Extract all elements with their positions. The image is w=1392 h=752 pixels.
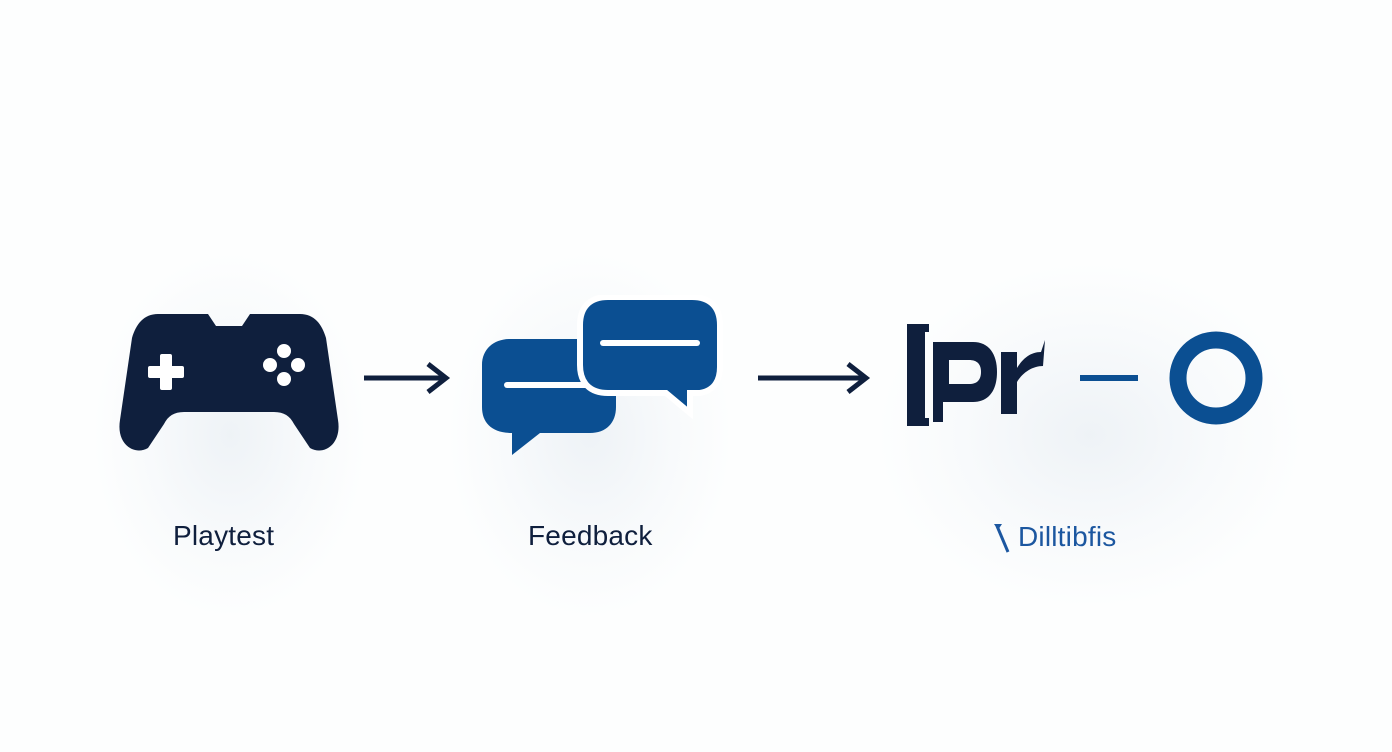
gamepad-icon bbox=[119, 314, 339, 451]
background-glow bbox=[880, 265, 1300, 605]
arrow-right-icon bbox=[758, 362, 871, 394]
flow-arrow bbox=[362, 360, 452, 396]
step-label-fix-text: Dilltibfis bbox=[1018, 521, 1117, 552]
step-fix bbox=[905, 322, 1050, 428]
chat-bubbles-icon bbox=[482, 295, 723, 455]
step-label-feedback: Feedback bbox=[528, 520, 653, 551]
step-playtest bbox=[118, 310, 340, 454]
wrench-tool-icon bbox=[907, 324, 1045, 426]
cursor-arrow-icon bbox=[994, 524, 1010, 553]
circle-ring-icon bbox=[1169, 331, 1263, 425]
step-label-playtest: Playtest bbox=[173, 520, 275, 551]
step-feedback bbox=[480, 295, 725, 460]
connector-dash bbox=[1080, 373, 1138, 383]
step-label-fix: Dilltibfis bbox=[990, 520, 1116, 554]
arrow-right-icon bbox=[364, 362, 451, 394]
flow-arrow bbox=[756, 360, 872, 396]
dash-icon bbox=[1080, 375, 1138, 381]
end-mark bbox=[1168, 330, 1264, 426]
